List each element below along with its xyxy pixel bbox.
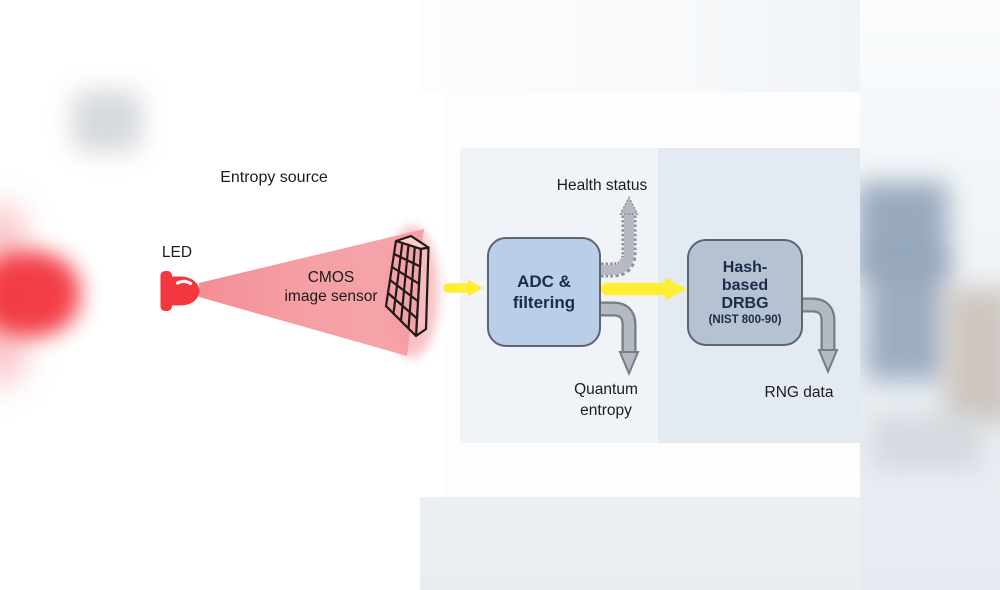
yellow-arrow-sensor-to-adc bbox=[443, 279, 483, 297]
background-blur-gray-bottom-right bbox=[872, 415, 982, 470]
health-status-label: Health status bbox=[556, 177, 648, 194]
rng-data-label: RNG data bbox=[764, 384, 834, 401]
drbg-box-line2: based bbox=[721, 276, 769, 294]
adc-box-line2: filtering bbox=[512, 293, 576, 312]
drbg-box-line1: Hash- bbox=[722, 258, 768, 276]
cmos-label-line2: image sensor bbox=[284, 287, 378, 305]
quantum-label-line2: entropy bbox=[580, 401, 632, 419]
led-label: LED bbox=[161, 244, 193, 261]
quantum-entropy-label: Quantum entropy bbox=[574, 380, 638, 421]
yellow-arrow-adc-to-drbg bbox=[600, 277, 687, 301]
hash-drbg-box: Hash- based DRBG (NIST 800-90) bbox=[687, 239, 803, 346]
cmos-label-line1: CMOS bbox=[307, 269, 355, 286]
quantum-entropy-arrow-icon bbox=[601, 301, 640, 377]
background-blur-red-led-bokeh bbox=[0, 252, 80, 336]
drbg-box-line3: DRBG bbox=[721, 294, 769, 312]
adc-filtering-box: ADC & filtering bbox=[487, 237, 601, 347]
drbg-box-note: (NIST 800-90) bbox=[708, 313, 782, 326]
health-status-arrow-icon bbox=[601, 195, 639, 278]
background-top-strip bbox=[420, 0, 860, 92]
cmos-sensor-icon bbox=[384, 234, 430, 338]
background-bottom-strip bbox=[420, 497, 860, 590]
rng-data-arrow-icon bbox=[800, 297, 839, 375]
background-blur-slate-object-bottom bbox=[866, 252, 944, 380]
adc-box-line1: ADC & bbox=[517, 272, 571, 291]
background-blur-beige-object bbox=[945, 288, 1000, 423]
cmos-sensor-label: CMOS image sensor bbox=[284, 269, 377, 306]
quantum-label-line1: Quantum bbox=[574, 381, 638, 398]
led-icon bbox=[160, 271, 200, 311]
entropy-source-label: Entropy source bbox=[220, 169, 328, 186]
background-blur-gray-box bbox=[72, 90, 142, 152]
